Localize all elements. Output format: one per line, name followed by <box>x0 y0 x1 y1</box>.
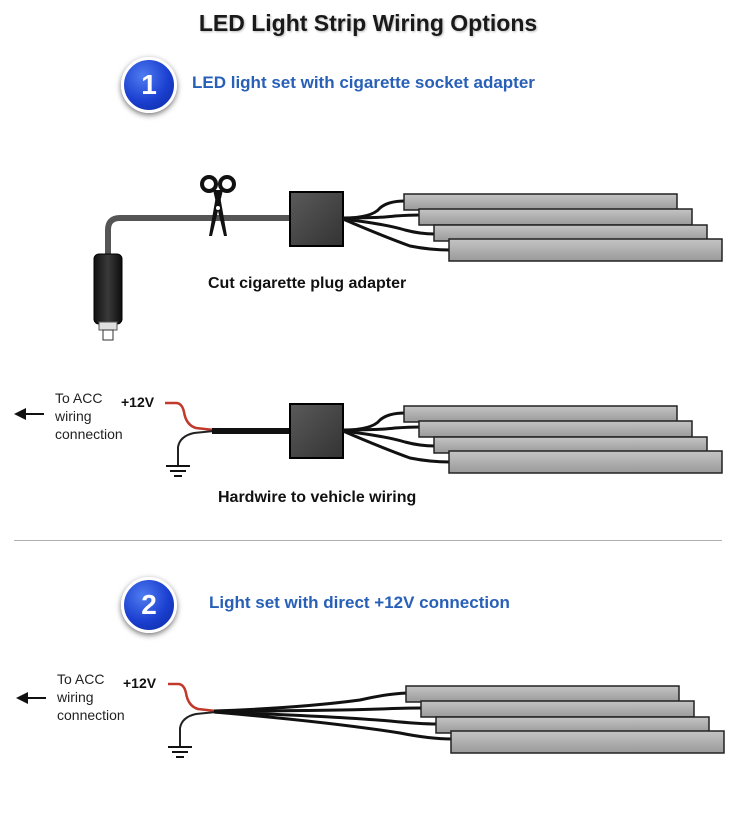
voltage-label-2: +12V <box>123 675 157 691</box>
acc-note-1-line-2: wiring <box>55 408 92 424</box>
ground-wire-2 <box>179 711 217 747</box>
controller-box-2 <box>289 403 344 459</box>
led-strip <box>420 700 695 718</box>
led-strip <box>418 420 693 438</box>
step-1-badge: 1 <box>121 57 177 113</box>
acc-note-2-line-2: wiring <box>57 689 94 705</box>
ground-wire-1 <box>177 430 215 466</box>
option-1-heading: LED light set with cigarette socket adap… <box>192 73 535 92</box>
controller-box-1 <box>289 191 344 247</box>
led-strip <box>418 208 693 226</box>
ground-icon-1 <box>166 465 190 477</box>
strip-wires-3 <box>213 691 453 741</box>
positive-wire-2 <box>168 682 217 713</box>
step-2-badge: 2 <box>121 577 177 633</box>
led-strip <box>448 450 723 474</box>
led-strip <box>448 238 723 262</box>
page-title: LED Light Strip Wiring Options <box>198 10 538 36</box>
left-arrow-icon-2 <box>16 692 46 704</box>
hardwire-caption: Hardwire to vehicle wiring <box>218 489 417 506</box>
acc-note-2-line-3: connection <box>57 707 125 723</box>
cigarette-plug <box>93 253 123 325</box>
acc-note-1-line-3: connection <box>55 426 123 442</box>
plug-tip-ring <box>98 321 118 331</box>
scissors-icon <box>200 175 236 236</box>
section-divider <box>14 540 722 541</box>
positive-wire-1 <box>165 401 215 432</box>
acc-note-2-line-1: To ACC <box>57 671 105 687</box>
voltage-label-1: +12V <box>121 394 155 410</box>
led-strip <box>450 730 725 754</box>
led-strip-set-3 <box>405 685 725 754</box>
option-2-heading: Light set with direct +12V connection <box>209 593 510 612</box>
cigarette-plug-assembly <box>93 215 290 341</box>
adapter-cable <box>105 215 290 258</box>
acc-note-1-line-1: To ACC <box>55 390 103 406</box>
left-arrow-icon-1 <box>14 408 44 420</box>
led-strip <box>403 405 678 423</box>
led-strip-set-1 <box>403 193 723 262</box>
strip-wires-2 <box>342 411 451 464</box>
cut-plug-caption: Cut cigarette plug adapter <box>208 275 407 292</box>
ground-icon-2 <box>168 746 192 758</box>
led-strip <box>405 685 680 703</box>
led-strip-set-2 <box>403 405 723 474</box>
plug-tip <box>102 329 114 341</box>
acc-note-2: To ACC wiring connection <box>57 670 125 724</box>
led-strip <box>403 193 678 211</box>
strip-wires-1 <box>342 199 451 252</box>
acc-note-1: To ACC wiring connection <box>55 389 123 443</box>
